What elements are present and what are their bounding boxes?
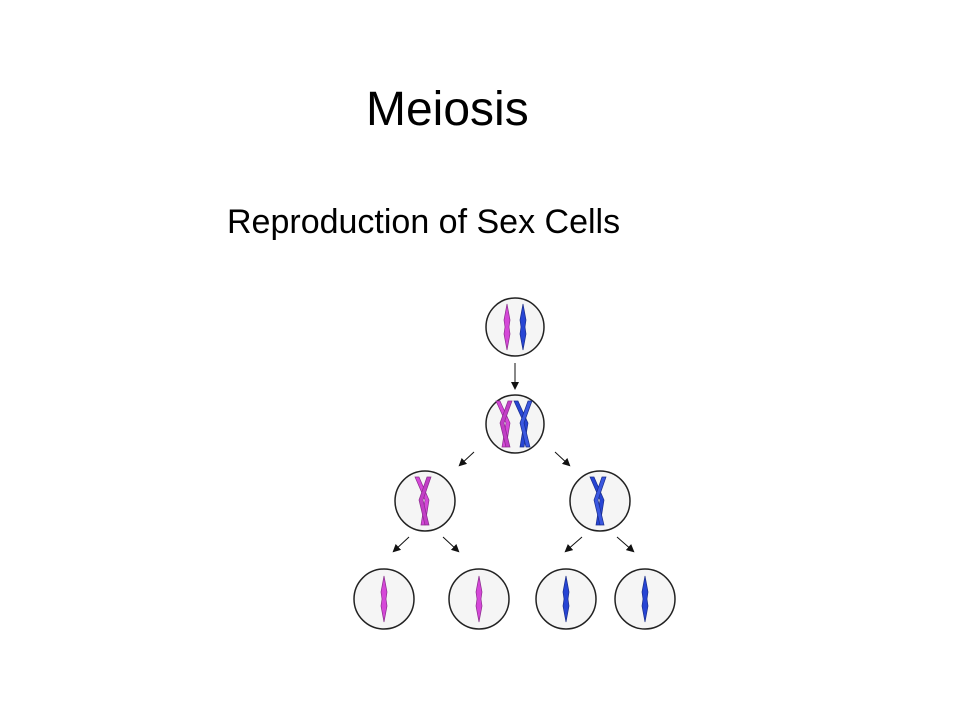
parent-cell <box>485 297 545 357</box>
arrow-left-down <box>458 451 475 467</box>
maternal-chromosome <box>475 575 483 623</box>
gamete-cell-2 <box>448 568 510 630</box>
arrow-right-down <box>554 451 571 467</box>
gamete-cell-3 <box>535 568 597 630</box>
paternal-chromosome-pair <box>513 400 533 448</box>
maternal-chromosome <box>503 303 511 351</box>
slide-title: Meiosis <box>366 83 529 136</box>
meiosis-i-daughter-cell-maternal <box>394 470 456 532</box>
cell-membrane <box>485 297 545 357</box>
gamete-cell-1 <box>353 568 415 630</box>
slide-subtitle: Reproduction of Sex Cells <box>227 203 621 241</box>
gamete-cell-4 <box>614 568 676 630</box>
arrow-left-down <box>392 536 410 553</box>
meiosis-i-daughter-cell-paternal <box>569 470 631 532</box>
maternal-chromosome <box>380 575 388 623</box>
arrow-right-down <box>616 536 635 553</box>
replicated-cell <box>485 394 545 454</box>
arrow-right-down <box>442 536 460 553</box>
paternal-chromosome <box>562 575 570 623</box>
paternal-chromosome <box>641 575 649 623</box>
arrow-left-down <box>564 536 583 553</box>
paternal-chromosome <box>519 303 527 351</box>
maternal-chromosome-pair <box>495 400 513 448</box>
